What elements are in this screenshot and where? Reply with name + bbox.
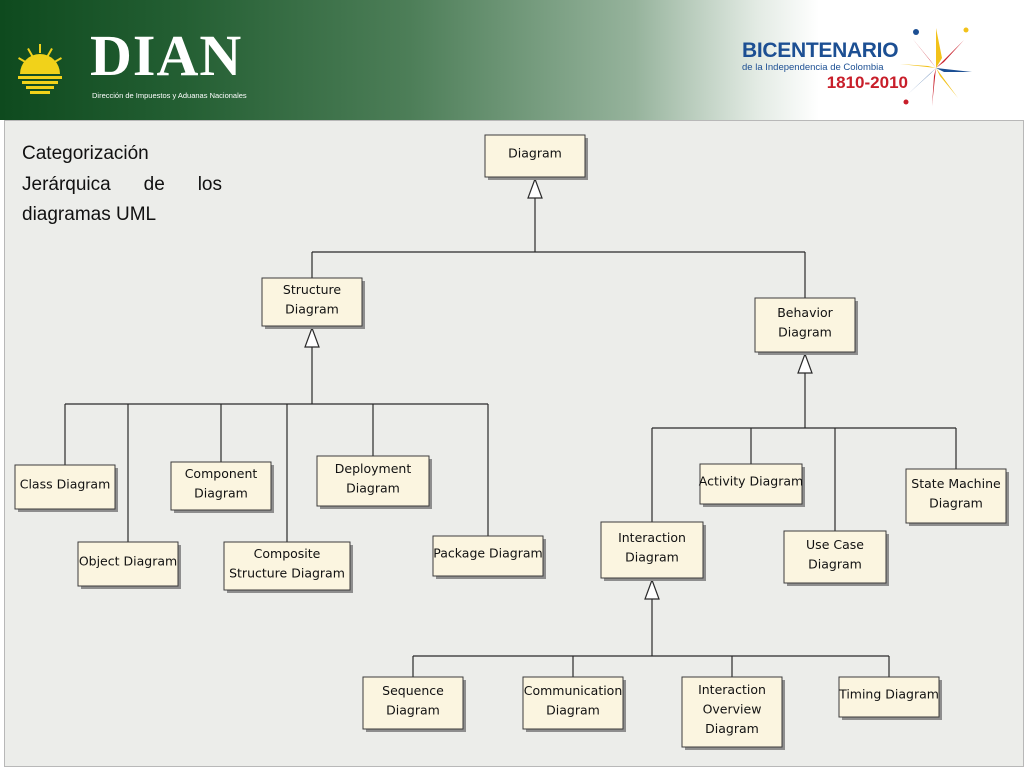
generalization-arrowhead: [644, 578, 660, 600]
slide-title-line: diagramas UML: [22, 204, 157, 225]
generalization-arrowhead: [304, 326, 320, 348]
node-label: Object Diagram: [79, 554, 177, 569]
node-box: [261, 277, 363, 327]
node-label: Behavior: [777, 305, 833, 320]
generalization-arrowhead: [527, 177, 543, 199]
node-box: [484, 134, 586, 178]
node-box: [699, 463, 803, 505]
node-label: Package Diagram: [433, 546, 542, 561]
node-label: Activity Diagram: [699, 474, 803, 489]
node-label: Component: [185, 466, 258, 481]
node-box: [432, 535, 544, 577]
bicentenario-subtitle: de la Independencia de Colombia: [742, 62, 884, 73]
node-box: [77, 541, 179, 587]
node-label: Structure: [283, 282, 341, 297]
bicentenario-logo: BICENTENARIO de la Independencia de Colo…: [742, 40, 912, 93]
node-label: Diagram: [778, 324, 832, 339]
dian-logo-text: DIAN: [90, 23, 243, 88]
node-box: [170, 461, 272, 511]
node-label: Use Case: [806, 537, 864, 552]
diagram-node-package: Package Diagram: [432, 535, 546, 579]
slide-content-panel: [4, 120, 1024, 767]
slide-header: DIAN Dirección de Impuestos y Aduanas Na…: [0, 0, 1024, 120]
bicentenario-star-icon: [900, 27, 972, 106]
generalization-arrowhead: [797, 352, 813, 374]
node-label: State Machine: [911, 476, 1001, 491]
slide-title: Categorización Jerárquica de los diagram…: [22, 139, 222, 231]
diagram-node-activity: Activity Diagram: [699, 463, 805, 507]
node-box: [223, 541, 351, 591]
node-label: Diagram: [285, 301, 339, 316]
node-label: Deployment: [335, 461, 412, 476]
bicentenario-title: BICENTENARIO: [742, 39, 899, 62]
node-box: [905, 468, 1007, 524]
node-label: Diagram: [346, 480, 400, 495]
node-label: Timing Diagram: [838, 687, 939, 702]
node-label: Interaction: [698, 682, 766, 697]
node-box: [522, 676, 624, 730]
node-label: Diagram: [508, 146, 562, 161]
node-label: Diagram: [625, 549, 679, 564]
node-box: [754, 297, 856, 353]
slide-title-line: Categorización: [22, 143, 149, 164]
node-label: Communication: [524, 683, 623, 698]
bicentenario-years: 1810-2010: [826, 73, 908, 92]
node-box: [838, 676, 940, 718]
node-label: Diagram: [929, 495, 983, 510]
node-label: Diagram: [194, 485, 248, 500]
node-label: Diagram: [705, 721, 759, 736]
diagram-edges: [64, 177, 957, 677]
dian-logo-subtitle: Dirección de Impuestos y Aduanas Naciona…: [92, 91, 247, 100]
node-label: Diagram: [546, 702, 600, 717]
node-box: [14, 464, 116, 510]
node-label: Diagram: [808, 556, 862, 571]
node-label: Sequence: [382, 683, 444, 698]
diagram-node-class: Class Diagram: [14, 464, 118, 512]
node-label: Overview: [703, 702, 762, 717]
node-box: [362, 676, 464, 730]
node-box: [783, 530, 887, 584]
slide-title-line: Jerárquica de los: [22, 173, 222, 195]
diagram-node-timing: Timing Diagram: [838, 676, 942, 720]
node-label: Class Diagram: [20, 477, 111, 492]
diagram-node-object: Object Diagram: [77, 541, 181, 589]
node-label: Structure Diagram: [229, 565, 345, 580]
node-label: Diagram: [386, 702, 440, 717]
node-box: [316, 455, 430, 507]
node-label: Composite: [254, 546, 321, 561]
node-label: Interaction: [618, 530, 686, 545]
dian-sun-logo-icon: [18, 24, 80, 100]
node-box: [681, 676, 783, 748]
diagram-node-diagram: Diagram: [484, 134, 588, 180]
node-box: [600, 521, 704, 579]
